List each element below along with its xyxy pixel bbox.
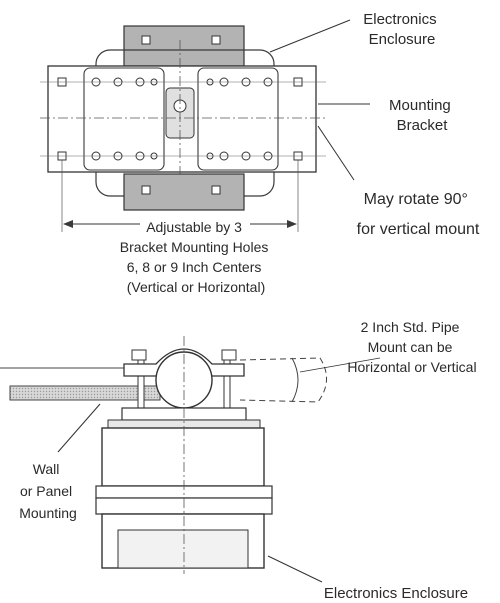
side-view	[0, 336, 381, 583]
bracket-left-half	[83, 67, 165, 171]
tab-hole	[141, 35, 151, 45]
label-pipe-note: 2 Inch Std. Pipe Mount can be Horizontal…	[347, 319, 476, 375]
bracket-right-half	[197, 67, 279, 171]
label-mounting-bracket: Mounting Bracket	[389, 97, 455, 134]
label-adjustable-note: Adjustable by 3 Bracket Mounting Holes 6…	[120, 219, 273, 295]
tab-hole	[211, 35, 221, 45]
tab-hole	[141, 185, 151, 195]
enclosure-top-tab	[123, 25, 245, 67]
leader-rotate	[317, 125, 355, 181]
clamp-nut	[131, 349, 147, 361]
leader-enclosure-bottom	[267, 555, 323, 583]
enclosure-cap	[117, 529, 249, 569]
label-electronics-enclosure-bottom: Electronics Enclosure	[324, 585, 468, 602]
label-electronics-enclosure: Electronics Enclosure	[363, 11, 441, 48]
pipe-dashed	[239, 357, 327, 403]
label-wall-note: Wall or Panel Mounting	[19, 461, 77, 521]
leader-enclosure	[269, 19, 351, 53]
pipe-break	[291, 357, 299, 403]
enclosure-body	[101, 427, 265, 487]
tab-hole	[211, 185, 221, 195]
leader-wall	[57, 403, 101, 453]
top-view	[40, 19, 370, 232]
leader-pipe	[299, 357, 381, 373]
clamp-nut	[221, 349, 237, 361]
label-rotate-note: May rotate 90° for vertical mount	[357, 191, 480, 238]
